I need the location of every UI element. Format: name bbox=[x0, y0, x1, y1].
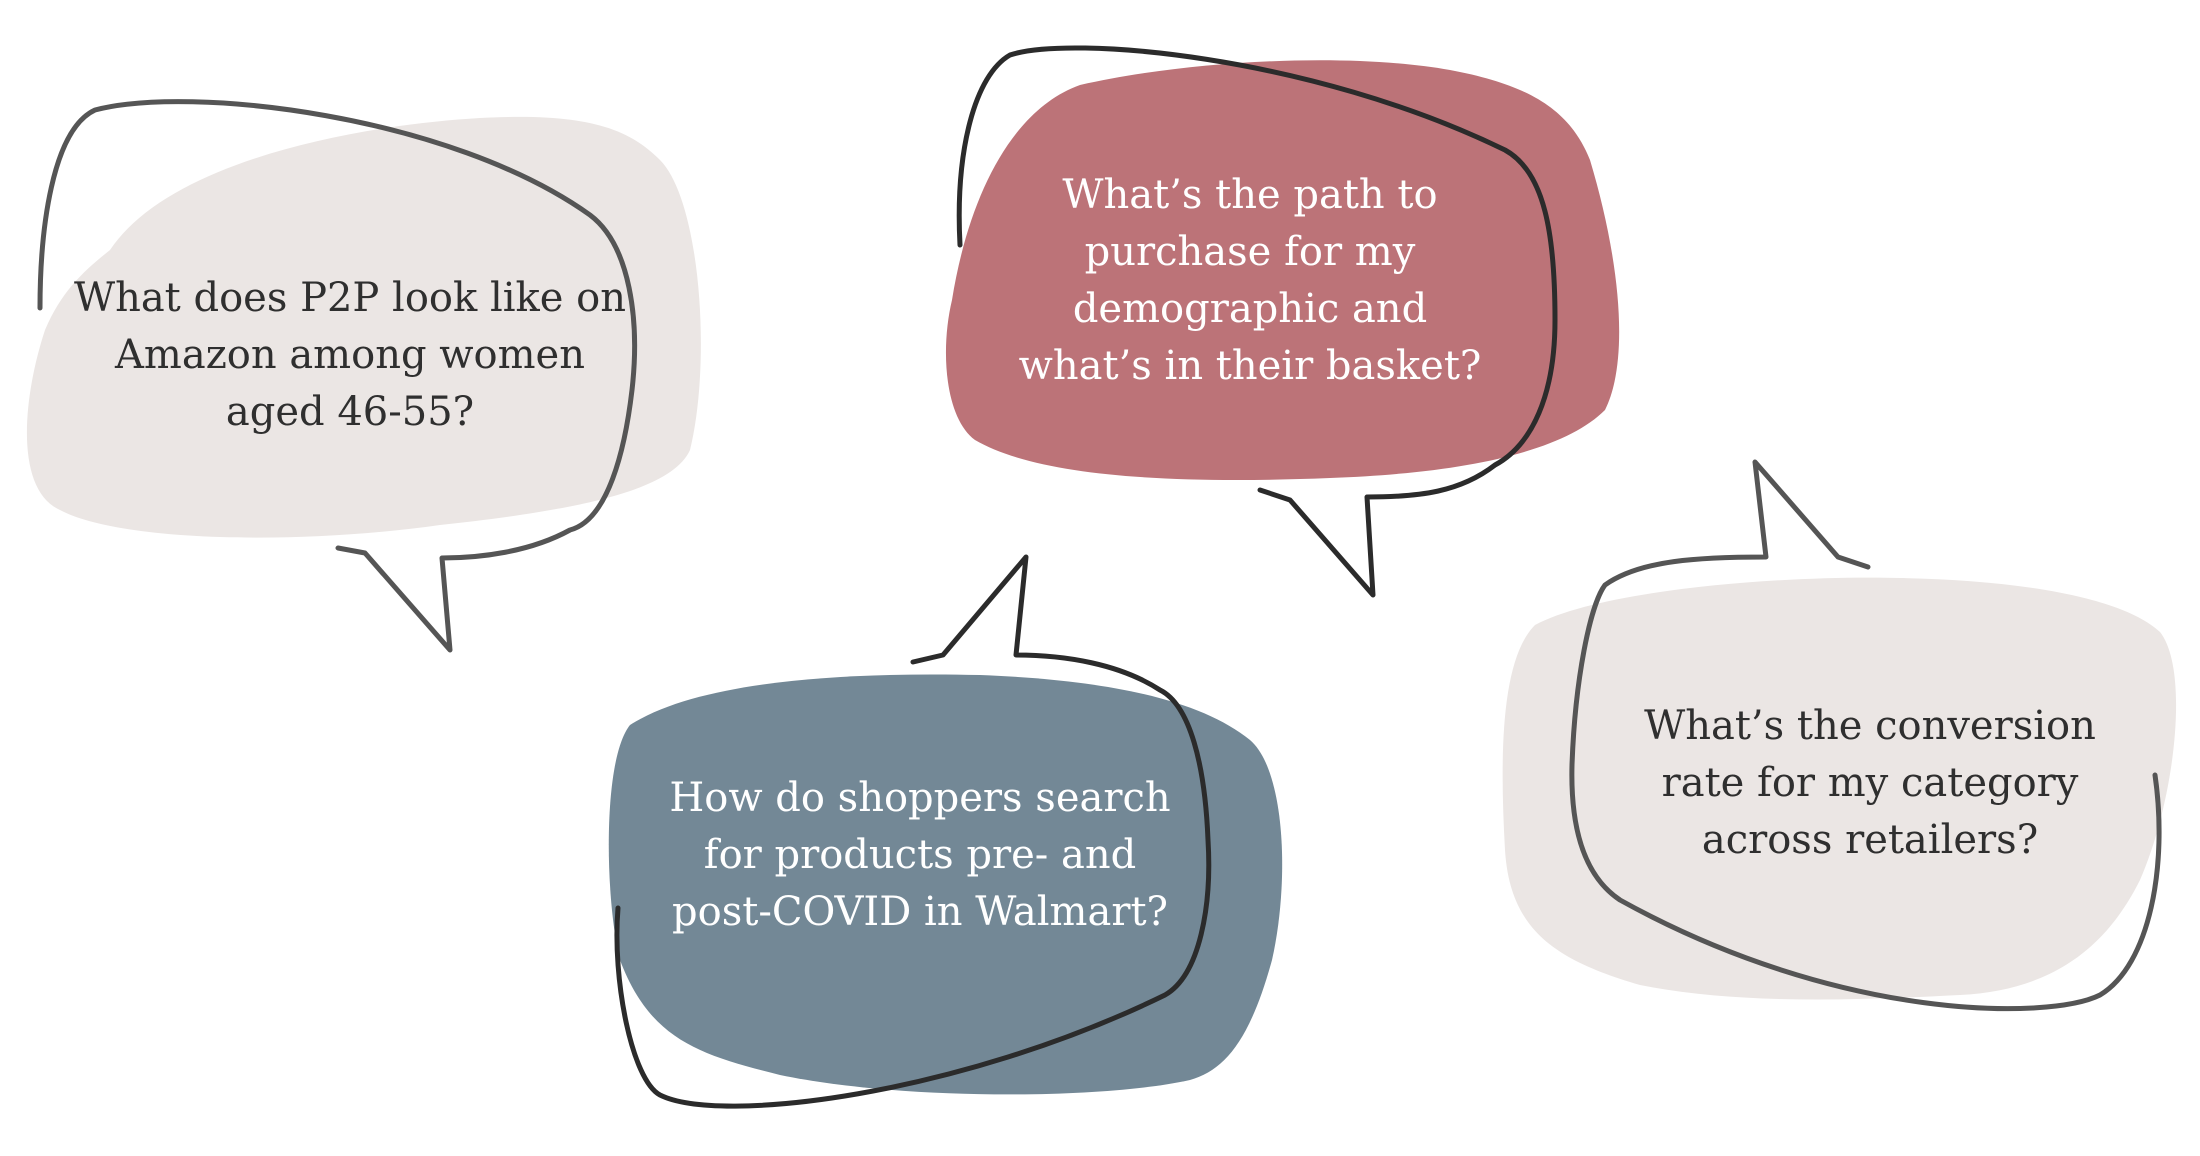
question-line: demographic and bbox=[1072, 286, 1428, 332]
bubble-text-conversion-rate: What’s the conversion rate for my catego… bbox=[1610, 698, 2130, 869]
question-line: aged 46-55? bbox=[225, 389, 475, 435]
question-line: rate for my category bbox=[1661, 760, 2079, 806]
bubble-blob-shopper-search bbox=[608, 674, 1283, 1095]
question-line: purchase for my bbox=[1084, 229, 1416, 275]
question-line: What’s the conversion bbox=[1644, 703, 2096, 749]
question-line: How do shoppers search bbox=[669, 775, 1171, 821]
question-line: for products pre- and bbox=[703, 832, 1137, 878]
question-line: across retailers? bbox=[1701, 817, 2039, 863]
question-line: post-COVID in Walmart? bbox=[672, 889, 1168, 935]
bubble-text-shopper-search: How do shoppers search for products pre-… bbox=[650, 770, 1190, 941]
bubble-p2p-amazon bbox=[26, 99, 701, 653]
question-line: Amazon among women bbox=[115, 332, 585, 378]
bubble-blob-p2p-amazon bbox=[26, 116, 701, 538]
question-line: what’s in their basket? bbox=[1018, 343, 1482, 389]
bubble-text-path-to-purchase: What’s the path to purchase for my demog… bbox=[1000, 167, 1500, 395]
question-line: What’s the path to bbox=[1062, 172, 1438, 218]
bubble-text-p2p-amazon: What does P2P look like on Amazon among … bbox=[60, 270, 640, 441]
bubble-outline-path-to-purchase bbox=[956, 45, 1558, 598]
bubble-path-to-purchase bbox=[945, 45, 1620, 598]
bubble-blob-conversion-rate bbox=[1502, 577, 2177, 1000]
bubble-outline-p2p-amazon bbox=[37, 99, 638, 653]
bubble-outline-shopper-search bbox=[614, 554, 1212, 1109]
question-line: What does P2P look like on bbox=[73, 275, 627, 321]
bubble-shopper-search bbox=[608, 554, 1283, 1109]
bubble-conversion-rate bbox=[1502, 459, 2177, 1012]
bubble-blob-path-to-purchase bbox=[945, 60, 1620, 481]
bubble-outline-conversion-rate bbox=[1569, 459, 2162, 1012]
